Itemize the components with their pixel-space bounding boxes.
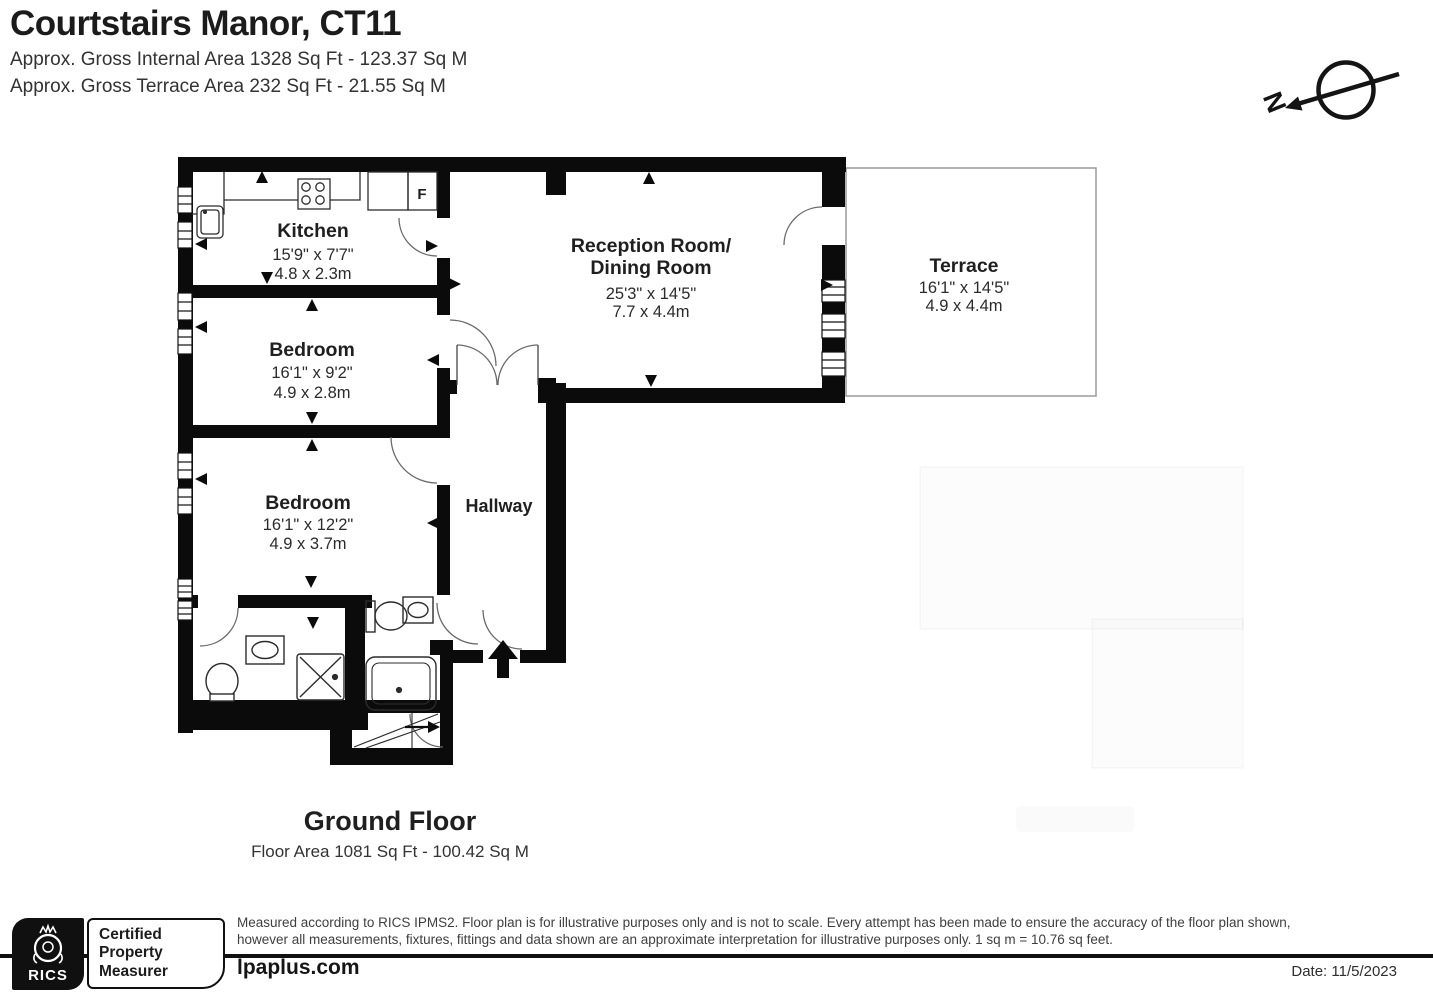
- basin-icon: [402, 596, 434, 624]
- footer-divider: [0, 954, 1433, 958]
- door-arc: [398, 217, 438, 257]
- room-label: Kitchen: [277, 220, 349, 242]
- room-label: Reception Room/: [571, 235, 732, 257]
- floor-name: Ground Floor: [303, 806, 477, 836]
- sink-icon: [196, 205, 224, 239]
- room-dim-metric: 4.8 x 2.3m: [274, 265, 351, 283]
- terrace-outline: [845, 167, 1097, 397]
- internal-area-subtitle: Approx. Gross Internal Area 1328 Sq Ft -…: [10, 48, 468, 70]
- basin-icon: [245, 635, 285, 665]
- room-bedroom-2: Bedroom 16'1" x 12'2" 4.9 x 3.7m: [263, 492, 354, 553]
- bathtub-icon: [365, 656, 437, 711]
- door-arc: [482, 609, 523, 650]
- fridge-box: [407, 171, 438, 211]
- door-arc: [436, 602, 479, 645]
- room-dim-imperial: 16'1" x 12'2": [263, 516, 354, 534]
- rics-logo: RICS: [12, 918, 84, 990]
- room-dim-metric: 4.9 x 4.4m: [925, 297, 1002, 315]
- room-dim-metric: 7.7 x 4.4m: [612, 303, 689, 321]
- terrace-area-subtitle: Approx. Gross Terrace Area 232 Sq Ft - 2…: [10, 75, 446, 97]
- badge-line: Measurer: [99, 962, 168, 980]
- room-reception: Reception Room/ Dining Room 25'3" x 14'5…: [571, 235, 732, 321]
- door-arc: [390, 436, 438, 484]
- door-arcs: [199, 206, 823, 748]
- room-dim-imperial: 25'3" x 14'5": [606, 285, 697, 303]
- header: Courtstairs Manor, CT11 Approx. Gross In…: [10, 2, 467, 100]
- certified-property-measurer-badge: Certified Property Measurer: [87, 918, 225, 989]
- room-kitchen: Kitchen 15'9" x 7'7" 4.8 x 2.3m: [272, 220, 353, 283]
- room-dim-imperial: 16'1" x 9'2": [271, 364, 352, 382]
- toilet-icon: [205, 662, 239, 700]
- rics-brand-text: RICS: [28, 967, 68, 984]
- window: [177, 186, 846, 621]
- measurement-arrows: [195, 171, 833, 629]
- bathroom-fixtures: [205, 596, 441, 749]
- date-text: Date: 11/5/2023: [1291, 963, 1397, 980]
- disclaimer-line: Measured according to RICS IPMS2. Floor …: [237, 915, 1291, 930]
- room-dim-metric: 4.9 x 2.8m: [273, 384, 350, 402]
- shower-icon: [296, 653, 345, 701]
- door-arc: [449, 319, 497, 367]
- stairs-arrow-icon: [405, 721, 440, 733]
- compass-circle: [1316, 60, 1376, 120]
- door-arc: [199, 607, 239, 647]
- door-arc: [409, 713, 444, 748]
- floor-caption: Ground Floor Floor Area 1081 Sq Ft - 100…: [180, 806, 600, 862]
- windows: [177, 186, 846, 621]
- website-text: lpaplus.com: [237, 956, 360, 979]
- room-label: Terrace: [929, 255, 998, 277]
- entrance-arrow-icon: [488, 640, 518, 678]
- badge-line: Certified: [99, 926, 162, 944]
- fridge-compartment: [367, 171, 409, 211]
- door-arc: [783, 206, 823, 246]
- room-label: Bedroom: [269, 339, 355, 361]
- fridge-label: F: [417, 186, 426, 203]
- compass-north-label: N: [1257, 88, 1292, 117]
- room-label: Hallway: [465, 496, 532, 516]
- compass: N: [1257, 60, 1400, 120]
- room-dim-imperial: 16'1" x 14'5": [919, 279, 1010, 297]
- room-dim-metric: 4.9 x 3.7m: [269, 535, 346, 553]
- kitchen-fixtures: [192, 171, 438, 239]
- watermark-shapes: [919, 466, 1244, 769]
- toilet-icon: [365, 600, 408, 633]
- rics-lion-icon: [33, 923, 63, 964]
- room-label: Bedroom: [265, 492, 351, 514]
- room-hallway: Hallway: [465, 496, 532, 516]
- page-title: Courtstairs Manor, CT11: [10, 4, 402, 43]
- room-terrace: Terrace 16'1" x 14'5" 4.9 x 4.4m: [919, 255, 1010, 315]
- room-dim-imperial: 15'9" x 7'7": [272, 246, 353, 264]
- double-door-arc-right: [497, 344, 539, 386]
- disclaimer-line: however all measurements, fixtures, fitt…: [237, 931, 1113, 947]
- compass-needle: [1293, 71, 1400, 108]
- floor-area: Floor Area 1081 Sq Ft - 100.42 Sq M: [251, 842, 529, 861]
- room-label: Dining Room: [590, 257, 711, 279]
- room-bedroom-1: Bedroom 16'1" x 9'2" 4.9 x 2.8m: [269, 339, 355, 402]
- badge-line: Property: [99, 944, 163, 962]
- disclaimer: Measured according to RICS IPMS2. Floor …: [237, 915, 1429, 948]
- double-door-arc-left: [456, 344, 498, 386]
